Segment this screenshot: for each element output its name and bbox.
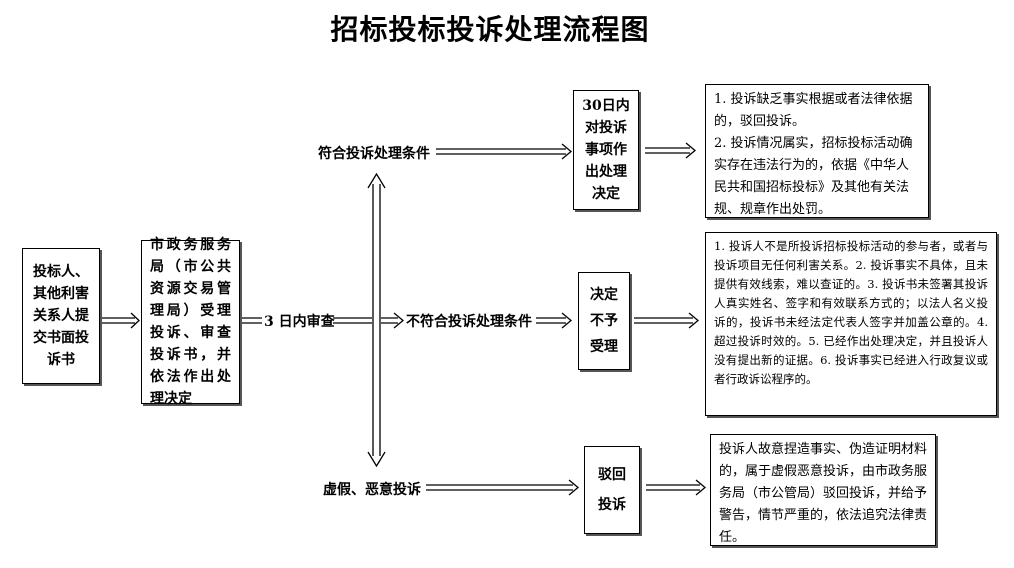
arrow-not-meets-to-decide — [536, 312, 573, 329]
node-decision30: 30日内对投诉事项作出处理决定 — [573, 90, 639, 210]
arrow-decide-to-outcome — [634, 312, 700, 329]
arrow-junction-to-not-meets — [381, 312, 405, 329]
arrow-bureau-to-junction — [241, 317, 372, 324]
node-complainant: 投标人、其他利害关系人提交书面投诉书 — [22, 248, 100, 384]
label-false-malicious: 虚假、恶意投诉 — [323, 482, 421, 498]
outcome-bottom: 投诉人故意捏造事实、伪造证明材料的，属于虚假恶意投诉，由市政务服务局（市公管局）… — [710, 434, 936, 546]
node-complainant-text: 投标人、其他利害关系人提交书面投诉书 — [33, 264, 89, 368]
outcome-top: 1. 投诉缺乏事实根据或者法律依据的，驳回投诉。 2. 投诉情况属实，招标投标活… — [705, 84, 929, 218]
outcome-bottom-text: 投诉人故意捏造事实、伪造证明材料的，属于虚假恶意投诉，由市政务服务局（市公管局）… — [719, 442, 928, 545]
outcome-middle: 1. 投诉人不是所投诉招标投标活动的参与者，或者与投诉项目无任何利害关系。2. … — [705, 232, 997, 416]
arrow-complainant-to-bureau — [102, 312, 140, 329]
node-bureau: 市政务服务局（市公共资源交易管理局）受理投诉、审查投诉书，并依法作出处理决定 — [141, 237, 240, 407]
arrow-decision30-to-outcome — [645, 142, 697, 159]
node-decide-not-accept: 决定不予受理 — [578, 272, 630, 370]
node-reject-text: 驳回投诉 — [598, 467, 626, 513]
label-review-3-days: 3 日内审查 — [264, 314, 335, 330]
arrow-meets-to-decision30 — [436, 143, 573, 160]
node-reject: 驳回投诉 — [584, 446, 640, 534]
outcome-top-text: 1. 投诉缺乏事实根据或者法律依据的，驳回投诉。 2. 投诉情况属实，招标投标活… — [714, 92, 913, 217]
arrow-false-to-reject — [426, 479, 580, 496]
arrow-reject-to-outcome — [646, 479, 707, 496]
label-not-meets-conditions: 不符合投诉处理条件 — [406, 314, 532, 330]
outcome-middle-text: 1. 投诉人不是所投诉招标投标活动的参与者，或者与投诉项目无任何利害关系。2. … — [714, 239, 988, 386]
arrow-vertical-branch — [367, 172, 386, 468]
label-meets-conditions: 符合投诉处理条件 — [318, 146, 430, 162]
node-decide-not-accept-text: 决定不予受理 — [590, 287, 618, 355]
page-title: 招标投标投诉处理流程图 — [330, 13, 650, 46]
node-bureau-text: 市政务服务局（市公共资源交易管理局）受理投诉、审查投诉书，并依法作出处理决定 — [150, 237, 231, 407]
node-decision30-text: 30日内对投诉事项作出处理决定 — [582, 98, 630, 202]
